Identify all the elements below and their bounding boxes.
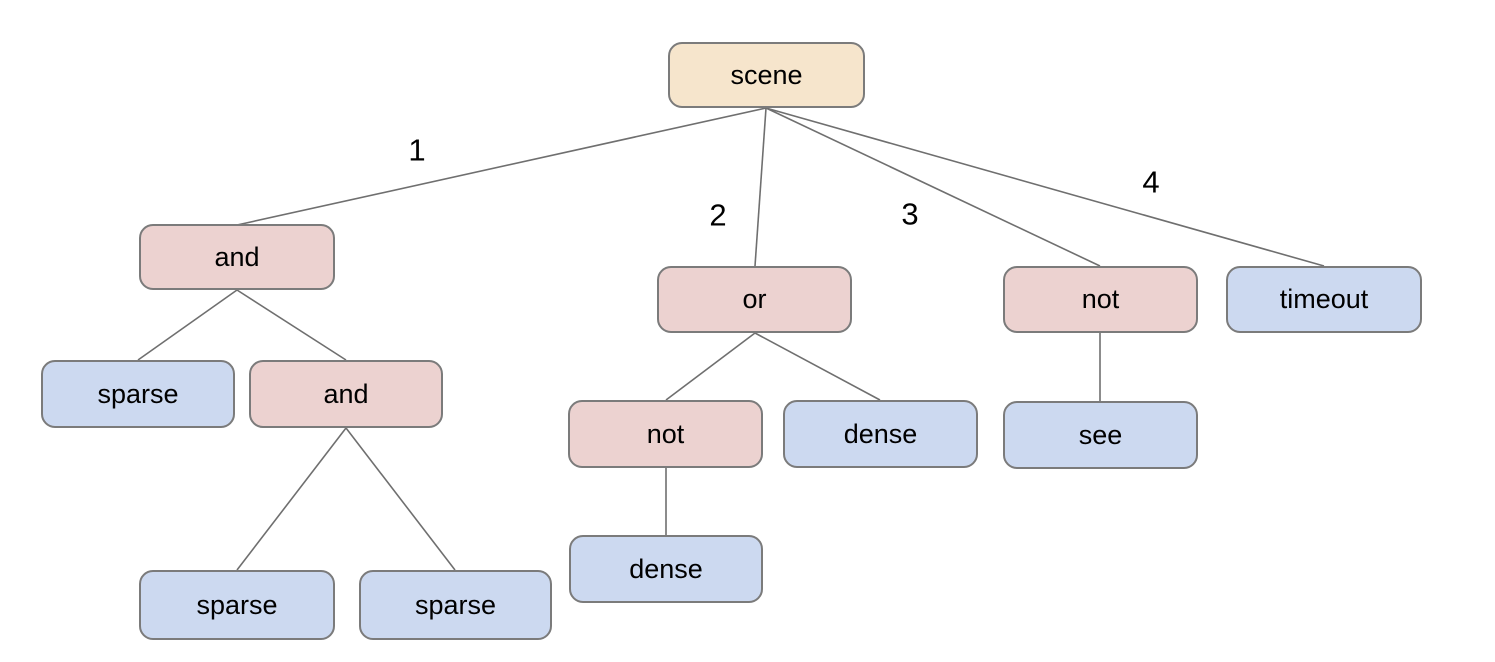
edge-label-4: 4 — [1142, 164, 1160, 200]
edge-or-not — [665, 332, 756, 401]
node-dense-upper[interactable]: dense — [783, 400, 978, 468]
node-see[interactable]: see — [1003, 401, 1198, 469]
edge-and-sparse — [137, 289, 238, 361]
node-not-right[interactable]: not — [1003, 266, 1198, 333]
edge-scene-timeout — [765, 107, 1325, 267]
edge-scene-and — [236, 107, 767, 226]
edge-label-1: 1 — [408, 132, 426, 168]
node-scene[interactable]: scene — [668, 42, 865, 108]
node-sparse-lower-left[interactable]: sparse — [139, 570, 335, 640]
node-dense-lower[interactable]: dense — [569, 535, 763, 603]
node-and-1[interactable]: and — [139, 224, 335, 290]
edge-and-and — [236, 289, 347, 361]
node-or[interactable]: or — [657, 266, 852, 333]
edge-scene-not — [765, 107, 1101, 267]
node-sparse-lower-right[interactable]: sparse — [359, 570, 552, 640]
edge-or-dense — [754, 332, 881, 401]
node-not-mid[interactable]: not — [568, 400, 763, 468]
edge-label-2: 2 — [709, 197, 727, 233]
edge-and2-sparse-right — [345, 427, 456, 571]
edge-label-3: 3 — [901, 196, 919, 232]
node-timeout[interactable]: timeout — [1226, 266, 1422, 333]
node-and-2[interactable]: and — [249, 360, 443, 428]
node-sparse-upper[interactable]: sparse — [41, 360, 235, 428]
edge-and2-sparse-left — [236, 427, 347, 571]
edge-scene-or — [754, 107, 767, 267]
